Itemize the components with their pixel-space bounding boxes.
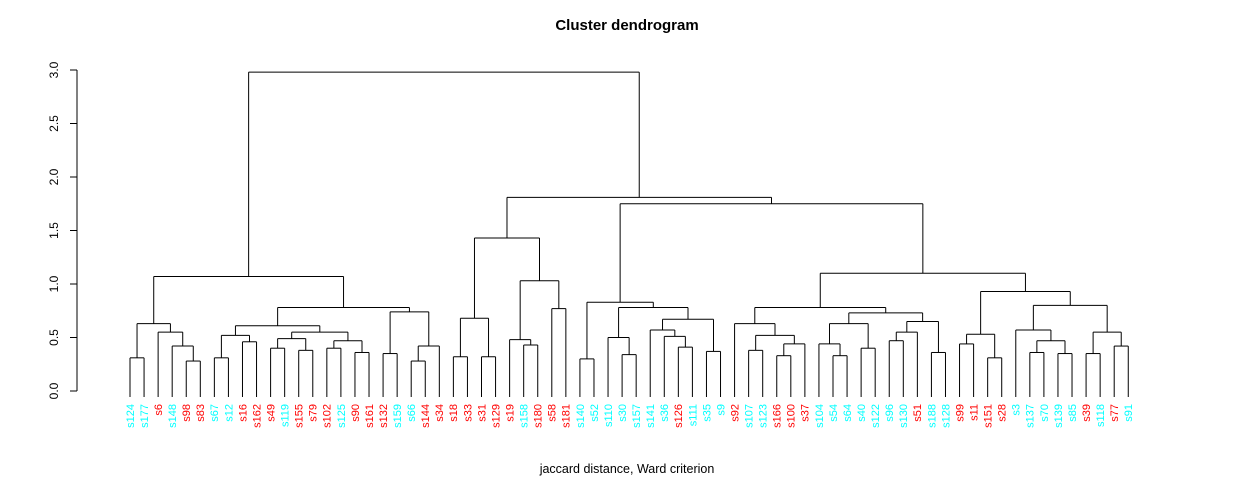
leaf-label: s31 [476,404,488,422]
leaf-label: s6 [153,404,165,416]
leaf-label: s123 [758,404,770,428]
leaf-label: s30 [617,404,629,422]
leaf-label: s148 [167,404,179,428]
leaf-label: s37 [800,404,812,422]
leaf-label: s130 [898,404,910,428]
leaf-label: s98 [181,404,193,422]
leaf-label: s83 [195,404,207,422]
leaf-label: s3 [1011,404,1023,416]
leaf-label: s18 [448,404,460,422]
leaf-label: s111 [687,404,699,426]
leaf-label: s128 [940,404,952,428]
leaf-label: s70 [1039,404,1051,422]
leaf-label: s122 [870,404,882,428]
leaf-label: s36 [659,404,671,422]
leaf-label: s144 [420,404,432,428]
leaf-label: s181 [561,404,573,428]
leaf-label: s125 [336,404,348,428]
leaf-label: s180 [533,404,545,428]
leaf-label: s100 [786,404,798,428]
leaf-label: s33 [462,404,474,422]
y-tick-label: 3.0 [47,61,61,78]
leaf-label: s162 [251,404,263,428]
y-tick-label: 1.5 [47,222,61,239]
leaf-label: s132 [378,404,390,428]
leaf-label: s188 [926,404,938,428]
leaf-label: s40 [856,404,868,422]
leaf-label: s161 [364,404,376,428]
leaf-label: s51 [912,404,924,422]
leaf-label: s90 [350,404,362,422]
chart-title: Cluster dendrogram [555,17,698,34]
leaf-label: s99 [954,404,966,422]
y-axis: 0.0 0.5 1.0 1.5 2.0 2.5 3.0 [47,61,78,399]
leaf-label: s19 [504,404,516,422]
leaf-label: s159 [392,404,404,428]
leaf-label: s28 [997,404,1009,422]
leaf-label: s91 [1123,404,1135,422]
y-tick-label: 1.0 [47,275,61,292]
leaf-label: s67 [209,404,221,422]
leaf-label: s177 [139,404,151,428]
y-tick-label: 2.5 [47,115,61,132]
leaf-label: s39 [1081,404,1093,422]
y-tick-label: 0.0 [47,382,61,399]
leaf-label: s12 [223,404,235,422]
leaf-label: s141 [645,404,657,428]
leaf-label: s157 [631,404,643,428]
leaf-label: s35 [701,404,713,422]
leaf-label: s49 [265,404,277,422]
leaf-label: s66 [406,404,418,422]
leaf-label: s79 [308,404,320,422]
leaf-label: s52 [589,404,601,422]
leaf-label: s64 [842,404,854,422]
leaf-label: s54 [828,404,840,422]
leaf-label: s137 [1025,404,1037,428]
leaf-label: s107 [743,404,755,428]
leaf-label: s110 [603,404,615,427]
y-tick-label: 2.0 [47,168,61,185]
leaf-label: s151 [983,404,995,428]
leaf-label: s140 [575,404,587,428]
leaf-label: s92 [729,404,741,422]
chart-subtitle: jaccard distance, Ward criterion [539,462,715,476]
leaf-label: s58 [547,404,559,422]
leaf-label: s11 [968,404,980,421]
leaf-label: s16 [237,404,249,422]
leaf-label: s119 [280,404,292,427]
leaf-label: s139 [1053,404,1065,428]
leaf-label: s34 [434,404,446,422]
leaf-label: s118 [1095,404,1107,427]
leaf-label: s9 [715,404,727,416]
leaf-label: s85 [1067,404,1079,422]
leaf-label: s102 [322,404,334,428]
leaf-label: s129 [490,404,502,428]
leaf-label: s96 [884,404,896,422]
leaf-label: s158 [519,404,531,428]
leaf-label: s124 [125,404,137,428]
leaf-label: s166 [772,404,784,428]
leaf-label: s155 [294,404,306,428]
y-tick-label: 0.5 [47,329,61,346]
dendrogram-tree-lines [129,71,1129,397]
leaf-label: s126 [673,404,685,428]
leaf-label: s104 [814,404,826,428]
leaf-label: s77 [1109,404,1121,422]
